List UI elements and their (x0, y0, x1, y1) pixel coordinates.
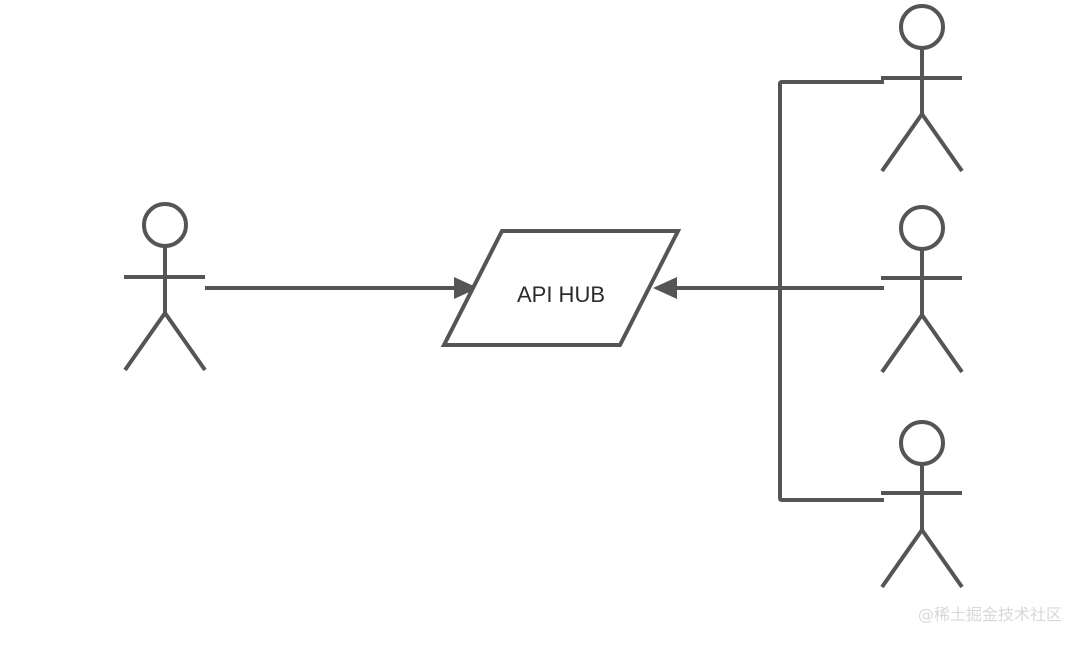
service-bus-trunk (778, 80, 884, 502)
service-actor-bottom[interactable] (880, 420, 964, 589)
actor-leg-left (123, 311, 167, 372)
actor-leg-right (163, 311, 207, 372)
watermark: @稀土掘金技术社区 (918, 605, 1062, 624)
services-to-hub-arrow (653, 277, 884, 299)
service-actor-top[interactable] (880, 4, 964, 173)
actor-leg-left (880, 313, 924, 374)
service-actor-middle[interactable] (880, 205, 964, 374)
client-actor-left[interactable] (123, 202, 207, 372)
client-to-hub-arrow (205, 277, 478, 299)
hub-label: API HUB (517, 282, 605, 307)
hub-parallelogram[interactable] (440, 229, 682, 347)
client-to-hub-arrowhead (454, 277, 478, 299)
connector-layer (205, 80, 884, 502)
services-to-hub-arrowhead (653, 277, 677, 299)
service-bus-trunk-line (778, 80, 884, 502)
actor-leg-left (880, 528, 924, 589)
hub-node[interactable]: API HUB (440, 229, 682, 347)
actor-leg-right (920, 112, 964, 173)
actor-leg-left (880, 112, 924, 173)
actor-leg-right (920, 313, 964, 374)
actor-leg-right (920, 528, 964, 589)
